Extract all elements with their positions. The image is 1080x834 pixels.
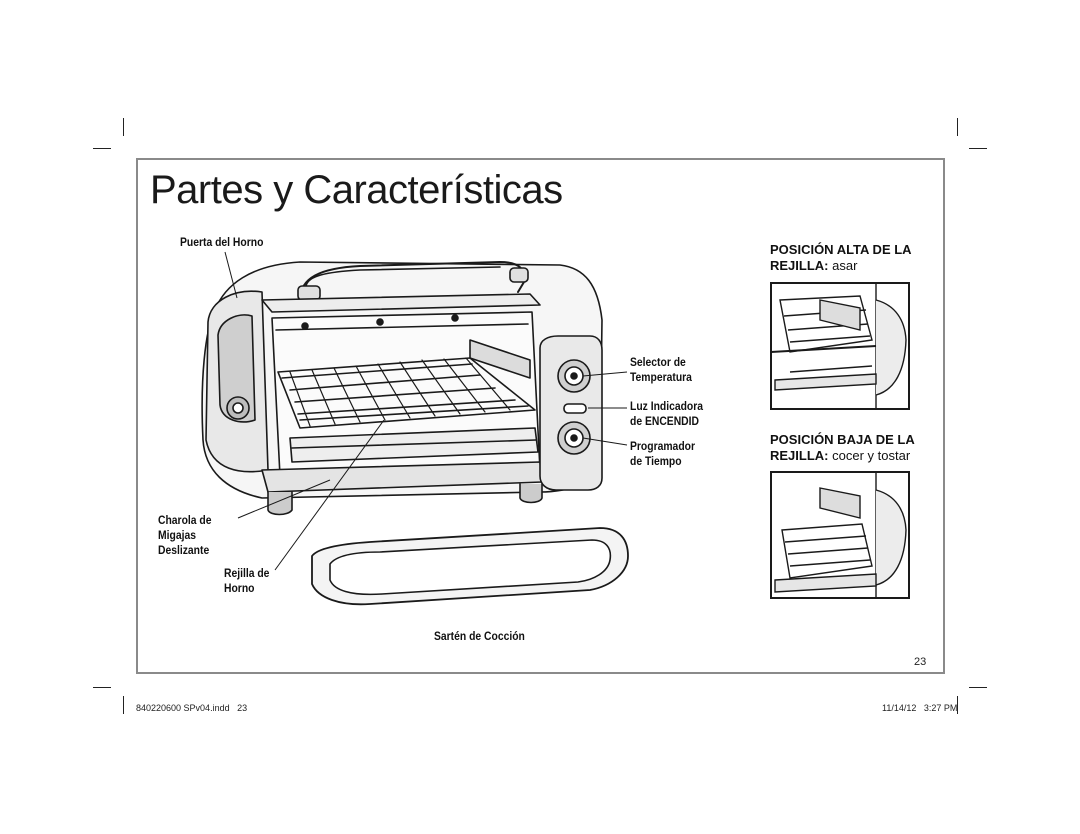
rack-position-high: POSICIÓN ALTA DE LA REJILLA: asar [770, 242, 912, 274]
label-line: Selector de [630, 357, 686, 369]
label-line: Temperatura [630, 372, 692, 384]
rack-label: REJILLA: [770, 448, 829, 463]
rack-label: REJILLA: [770, 258, 829, 273]
label-power-indicator: Luz Indicadora de ENCENDID [630, 400, 703, 430]
footer-timestamp: 11/14/12 3:27 PM [882, 703, 958, 713]
label-line: Luz Indicadora [630, 401, 704, 413]
rack-position-low: POSICIÓN BAJA DE LA REJILLA: cocer y tos… [770, 432, 915, 464]
rack-use: cocer y tostar [832, 448, 911, 463]
label-line: de ENCENDID [630, 416, 700, 428]
page-frame [136, 158, 945, 674]
crop-mark [957, 696, 958, 714]
crop-mark [123, 118, 124, 136]
rack-position-heading: POSICIÓN ALTA DE LA [770, 242, 912, 257]
rack-position-heading: POSICIÓN BAJA DE LA [770, 432, 915, 447]
crop-mark [93, 687, 111, 688]
page-number: 23 [914, 656, 927, 668]
crop-mark [969, 687, 987, 688]
label-line: Rejilla de [224, 568, 270, 580]
label-crumb-tray: Charola de Migajas Deslizante [158, 514, 211, 559]
crop-mark [957, 118, 958, 136]
label-line: Programador [630, 441, 695, 453]
label-temperature-selector: Selector de Temperatura [630, 356, 692, 386]
crop-mark [123, 696, 124, 714]
label-line: Charola de [158, 515, 212, 527]
label-timer: Programador de Tiempo [630, 440, 695, 470]
label-oven-door: Puerta del Horno [180, 237, 264, 249]
label-oven-rack: Rejilla de Horno [224, 567, 269, 597]
crop-mark [93, 148, 111, 149]
label-line: Deslizante [158, 545, 210, 557]
footer-file-slug: 840220600 SPv04.indd 23 [136, 703, 248, 713]
page-title: Partes y Características [150, 168, 563, 212]
label-baking-pan: Sartén de Cocción [434, 631, 525, 643]
crop-mark [969, 148, 987, 149]
label-line: de Tiempo [630, 456, 682, 468]
label-line: Migajas [158, 530, 196, 542]
rack-use: asar [832, 258, 858, 273]
label-line: Horno [224, 583, 255, 595]
